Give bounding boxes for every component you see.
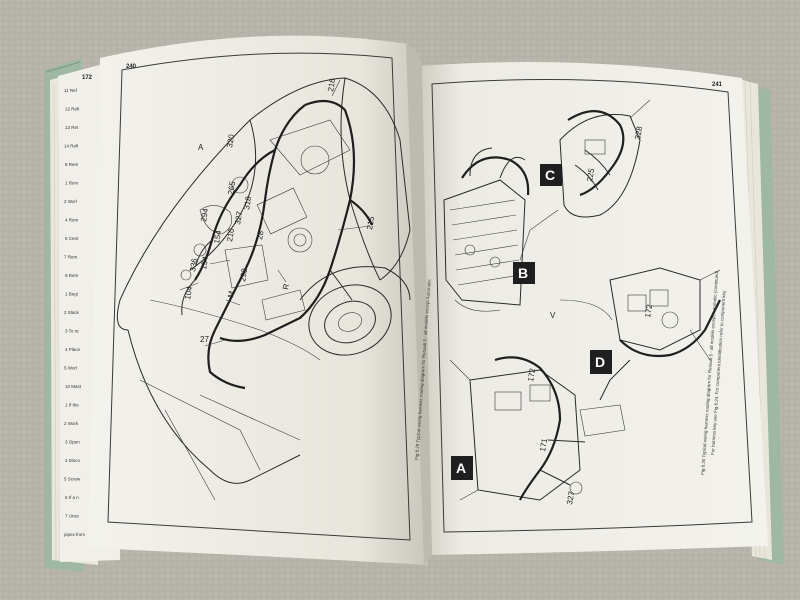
- back-page-line: 5 Worl: [64, 366, 77, 371]
- back-page-line: 2 Worl: [64, 199, 77, 204]
- right-callout-labels: V 172 327 171 225 172 328: [526, 125, 654, 505]
- back-page-line: 1 Rem: [65, 181, 79, 186]
- back-page-line: 11 Ref: [64, 88, 78, 93]
- back-page-line: 12 Refi: [65, 107, 79, 112]
- diagram-panel-c: [519, 99, 651, 261]
- right-page-number: 241: [712, 82, 723, 88]
- panel-a-label: A: [456, 460, 466, 476]
- callout-label: 327: [565, 490, 576, 505]
- back-page-line: 8 Rem: [65, 162, 79, 167]
- callout-label: V: [550, 311, 556, 320]
- callout-label: 171: [538, 437, 549, 452]
- back-page-line: 4 Rem: [65, 218, 79, 223]
- callout-label: 216: [326, 77, 337, 92]
- right-page-frame: [431, 79, 753, 533]
- callout-label: 28: [255, 229, 266, 240]
- callout-label: 328: [633, 125, 644, 140]
- callout-label: 293: [238, 267, 249, 282]
- panel-c-badge: [540, 164, 562, 186]
- callout-label: 210: [225, 227, 236, 242]
- callout-label: 294: [199, 207, 210, 222]
- left-page-frame: [107, 52, 411, 541]
- callout-label: 336: [188, 257, 199, 272]
- back-page-line: 2 Slack: [64, 310, 80, 315]
- back-page-line: 5 Screw: [64, 477, 81, 482]
- panel-d-badge: [590, 350, 612, 374]
- back-page-line: 3 Open: [65, 440, 80, 445]
- callout-label: 327: [233, 210, 244, 225]
- callout-label: 320: [225, 133, 236, 148]
- callout-label: 154: [199, 255, 210, 270]
- panel-d-label: D: [595, 354, 605, 370]
- callout-label: 172: [643, 303, 654, 318]
- back-page-line: 10 Mast: [65, 384, 82, 389]
- callout-label: 27: [200, 335, 209, 344]
- diagram-panel-b: [443, 147, 530, 312]
- back-page-line: 7 Unsc: [65, 514, 80, 519]
- callout-label: 318: [242, 195, 253, 210]
- panel-b-badge: [513, 262, 535, 284]
- back-page-text: 11 Ref 12 Refi 13 Ret 14 Refi 8 Rem 1 Rem 2 Wo…: [64, 88, 85, 537]
- back-page-line: 2 Work: [64, 421, 79, 426]
- callout-label: A: [198, 143, 204, 152]
- back-page-line: 6 If a n: [65, 495, 79, 500]
- diagram-panel-d: [559, 267, 721, 401]
- panel-b-label: B: [518, 265, 528, 281]
- book-gutter: [406, 44, 432, 565]
- back-page-line: pipes from: [64, 532, 85, 537]
- back-page-line: 1 If the: [65, 403, 79, 408]
- callout-label: 104: [183, 285, 194, 300]
- back-page-line: 3 To re: [65, 329, 79, 334]
- left-page-number: 240: [126, 64, 137, 70]
- back-page-line: 9 Rem: [65, 273, 79, 278]
- diagram-panel-a: [449, 356, 626, 501]
- wiring-diagram-car: [116, 77, 411, 501]
- callout-label: 265: [226, 180, 237, 195]
- callout-label: 154: [212, 229, 223, 244]
- callout-label: M: [226, 290, 236, 298]
- callout-label: R: [281, 283, 291, 290]
- back-page-line: 1 Begi: [65, 292, 78, 297]
- back-page-line: 4 Place: [65, 347, 81, 352]
- left-page: [88, 35, 428, 566]
- back-page-number: 172: [82, 75, 93, 81]
- callout-label: 215: [365, 215, 376, 230]
- back-page-line: 14 Refi: [64, 144, 78, 149]
- back-page-line: 13 Ret: [65, 125, 79, 130]
- callout-label: 172: [526, 367, 537, 382]
- back-page-line: 7 Rem: [64, 255, 78, 260]
- back-page-line: 4 Disco: [65, 458, 81, 463]
- callout-label: 225: [585, 167, 596, 182]
- panel-a-badge: [451, 456, 473, 480]
- back-page-line: 5 Cent: [65, 236, 79, 241]
- left-callout-labels: 216320A26531829421015432728336293RM10421…: [183, 77, 376, 344]
- panel-c-label: C: [545, 167, 555, 183]
